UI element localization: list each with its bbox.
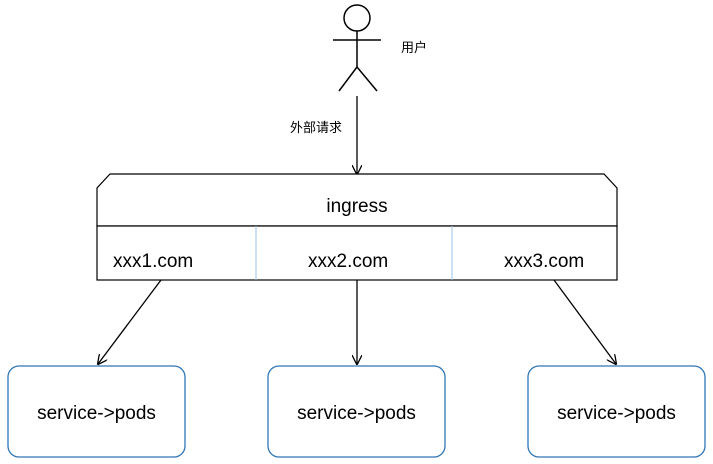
route-arrow-3 — [553, 279, 616, 364]
request-label: 外部请求 — [290, 120, 342, 135]
service-box-1-frame — [7, 365, 186, 458]
service-label-2: service->pods — [297, 403, 416, 424]
service-label-3: service->pods — [557, 403, 676, 424]
service-box-2: service->pods — [267, 365, 446, 458]
ingress-title: ingress — [326, 196, 387, 217]
host-label-3: xxx3.com — [504, 251, 584, 272]
service-label-1: service->pods — [37, 403, 156, 424]
host-label-2: xxx2.com — [308, 251, 388, 272]
ingress-box: ingress xxx1.com xxx2.com xxx3.com — [96, 173, 618, 281]
user-label: 用户 — [401, 40, 427, 55]
service-box-2-frame — [267, 365, 446, 458]
host-label-1: xxx1.com — [113, 251, 193, 272]
user-left-leg — [338, 66, 358, 92]
service-box-1: service->pods — [7, 365, 186, 458]
user-icon — [333, 4, 381, 92]
route-arrow-1 — [98, 279, 162, 364]
ingress-hosts-row — [96, 225, 618, 281]
service-box-3: service->pods — [527, 365, 706, 458]
service-box-3-frame — [527, 365, 706, 458]
user-head — [343, 4, 371, 32]
user-right-leg — [356, 66, 378, 92]
